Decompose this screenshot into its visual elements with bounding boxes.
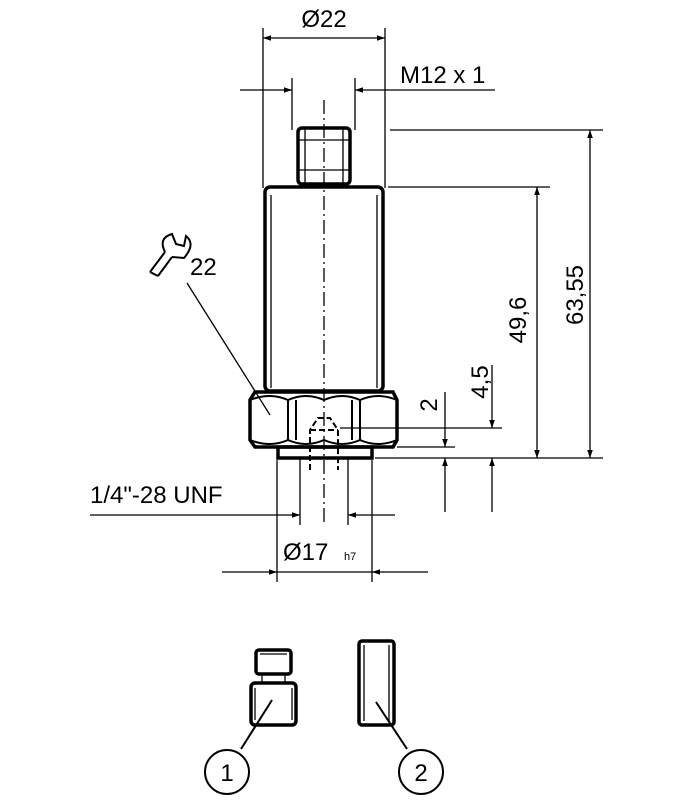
dimension-top-diameter: Ø22: [262, 6, 386, 188]
thread-label: 1/4"-28 UNF: [90, 482, 223, 509]
dimension-thread-length: 4,5: [340, 365, 502, 512]
dim-body-length-label: 49,6: [505, 297, 532, 344]
dimension-body-length: 49,6: [388, 186, 550, 458]
dimension-connector-thread: M12 x 1: [240, 62, 495, 130]
sensor-body: [263, 185, 385, 393]
dim-bottom-diameter-label: Ø17: [283, 539, 328, 566]
accessory-1: 1: [204, 648, 298, 795]
dimension-bottom-diameter: Ø17 h7: [222, 460, 428, 582]
dim-thread-length-label: 4,5: [467, 365, 494, 398]
dim-total-length-label: 63,55: [562, 265, 589, 325]
thread-callout: 1/4"-28 UNF: [90, 482, 395, 518]
accessory-2: 2: [357, 639, 444, 795]
dim-connector-thread-label: M12 x 1: [400, 62, 485, 89]
callout-1-label: 1: [220, 760, 233, 787]
dimension-total-length: 63,55: [375, 129, 603, 459]
wrench-size-callout: 22: [149, 232, 271, 416]
callout-2-label: 2: [414, 760, 427, 787]
hex-nut: [248, 390, 399, 470]
wrench-size-label: 22: [190, 254, 217, 281]
dim-bottom-tolerance-label: h7: [344, 551, 356, 563]
connector: [296, 126, 352, 186]
wrench-icon: [149, 232, 192, 277]
dim-collar-label: 2: [416, 398, 443, 411]
dim-top-diameter-label: Ø22: [301, 6, 346, 33]
dimension-collar: 2: [397, 392, 455, 512]
